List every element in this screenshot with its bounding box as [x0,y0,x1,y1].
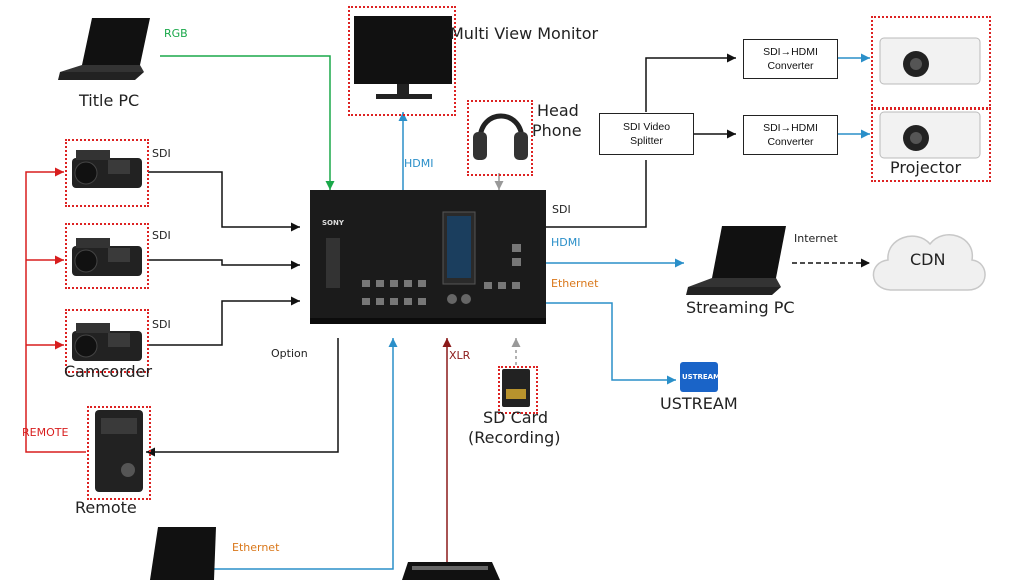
head-phone-label-2: Phone [532,121,582,140]
switcher-device [310,190,546,324]
bottom-laptop [150,527,216,580]
title-pc-label: Title PC [79,91,140,110]
title-pc-laptop [58,18,150,80]
xlr-label: XLR [449,349,471,362]
recording-label: (Recording) [468,428,561,447]
projector-frame-2 [871,107,991,182]
remote-connection [25,167,86,453]
sdi-label-1: SDI [152,147,171,160]
remote-frame [87,406,151,500]
camcorder-image-1 [72,150,142,188]
switcher-brand: SONY [322,219,344,227]
sdi-video-splitter-box: SDI Video Splitter [599,113,694,155]
splitter-to-converter-1 [645,53,736,112]
sd-card-frame [498,366,538,414]
monitor-frame [348,6,456,116]
sdi-label-2: SDI [152,229,171,242]
hdmi-monitor-label: HDMI [404,157,434,170]
camcorder-frame-2 [65,223,149,289]
projector-label: Projector [890,158,962,177]
camcorder-label: Camcorder [64,362,153,381]
sdi-out-connection [546,160,647,228]
ethernet-bottom-label: Ethernet [232,541,280,554]
ustream-label: USTREAM [660,394,738,413]
ethernet-out-connection [546,302,676,385]
sdi-connection-3 [148,296,300,346]
cdn-cloud [872,234,986,291]
projector-image-1 [879,37,981,85]
projector-frame-1 [871,16,991,110]
sdi-label-3: SDI [152,318,171,331]
sdi-connection-1 [148,171,300,232]
rgb-connection [160,55,335,190]
projector-image-2 [879,111,981,159]
ustream-logo-text: USTREAM [682,373,721,381]
option-connection [146,338,339,457]
camcorder-frame-1 [65,139,149,207]
streaming-pc-label: Streaming PC [686,298,795,317]
remote-label: Remote [75,498,137,517]
headphone-frame [467,100,533,176]
streaming-pc-laptop [686,226,786,295]
camcorder-frame-3 [65,309,149,373]
monitor-image [354,16,452,99]
camcorder-image-3 [72,323,142,361]
sdi-hdmi-converter-box-2: SDI→HDMI Converter [743,115,838,155]
head-phone-label-1: Head [537,101,579,120]
camcorder-image-2 [72,238,142,276]
option-label: Option [271,347,308,360]
remote-signal-label: REMOTE [22,426,69,439]
sd-card-image [502,369,530,407]
sdi-out-label: SDI [552,203,571,216]
rgb-label: RGB [164,27,188,40]
remote-image [95,410,143,492]
cdn-label: CDN [910,250,946,269]
ethernet-bottom-connection [214,338,398,570]
ethernet-out-label: Ethernet [551,277,599,290]
ustream-logo-icon [680,362,718,392]
internet-label: Internet [794,232,838,245]
hdmi-out-label: HDMI [551,236,581,249]
sdi-hdmi-converter-box-1: SDI→HDMI Converter [743,39,838,79]
sd-card-label: SD Card [483,408,548,427]
sdi-connection-2 [148,259,300,270]
headphone-image [473,113,528,160]
multi-view-monitor-label: Multi View Monitor [450,24,599,43]
audio-mixer [402,562,500,580]
